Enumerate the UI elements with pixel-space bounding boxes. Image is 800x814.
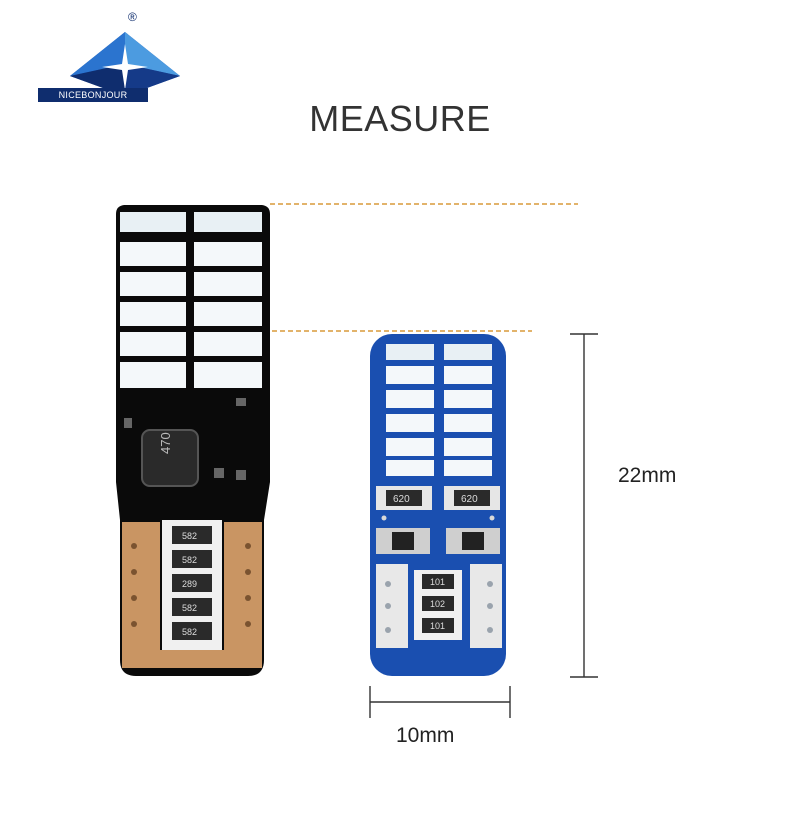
resistor-label: 102 (430, 599, 445, 609)
large-bulb-leds (120, 212, 262, 388)
brand-name: NICEBONJOUR (38, 88, 148, 102)
large-black-pcb-bulb: 470 582 582 289 582 582 (116, 205, 270, 676)
resistor-label: 582 (182, 531, 197, 541)
registered-mark: ® (128, 10, 137, 24)
resistor-label: 582 (182, 627, 197, 637)
width-dimension-label: 10mm (396, 724, 455, 747)
width-dimension-line (369, 686, 511, 718)
height-dimension-label: 22mm (618, 464, 677, 487)
small-blue-pcb-bulb: 620 620 101 102 101 (370, 334, 506, 676)
resistor-label: 620 (393, 494, 410, 505)
page-title: MEASURE (309, 98, 491, 139)
resistor-label: 289 (182, 579, 197, 589)
height-dimension-line (570, 333, 598, 678)
resistor-label: 620 (461, 494, 478, 505)
inductor-label: 470 (158, 432, 173, 454)
resistor-label: 101 (430, 577, 445, 587)
large-bulb-resistors (172, 526, 212, 640)
resistor-label: 582 (182, 603, 197, 613)
resistor-label: 101 (430, 621, 445, 631)
resistor-label: 582 (182, 555, 197, 565)
small-bulb-leds (386, 344, 492, 476)
